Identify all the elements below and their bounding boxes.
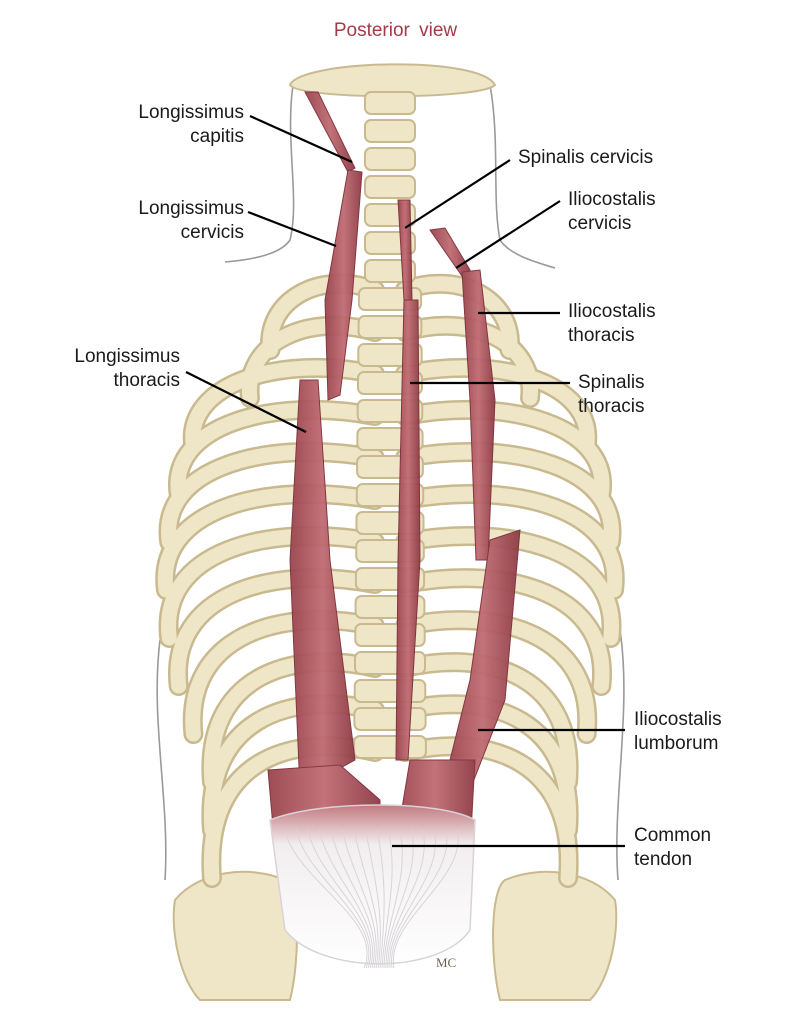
vertebra (353, 735, 427, 759)
vertebra (353, 679, 427, 703)
left-rib-fill (170, 402, 383, 502)
tendon-fiber (342, 829, 377, 969)
label-spinalis-cervicis: Spinalis cervicis (518, 147, 654, 168)
right-rib-fill (397, 444, 619, 550)
vertebra (364, 175, 416, 199)
artist-signature: MC (436, 955, 457, 970)
vertebra (364, 119, 416, 143)
iliocostalis-cervicis-muscle (429, 227, 471, 277)
left-rib-fill (262, 276, 383, 358)
skull-base (288, 63, 497, 98)
tendon-fiber (381, 829, 393, 969)
right-rib-fill (397, 612, 595, 742)
right-rib-fill (397, 486, 623, 598)
tendon-fiber (284, 829, 368, 969)
left-rib-fill (161, 528, 383, 646)
longissimus-thoracis-muscle (289, 379, 356, 791)
leader-longissimus-cervicis (247, 210, 337, 248)
tendon-fibers (284, 829, 459, 969)
body-outline (156, 84, 625, 881)
vertebra (353, 707, 427, 731)
vertebra (364, 91, 416, 115)
leader-lines (185, 114, 625, 848)
right-rib-fill (397, 528, 619, 646)
tendon-fiber (392, 829, 459, 969)
left-rib-fill (157, 486, 383, 598)
longissimus-capitis-muscle (304, 91, 356, 173)
right-rib-fill (397, 696, 577, 838)
right-rib-fill (397, 402, 610, 502)
common-tendon-sheet (269, 804, 476, 965)
leader-iliocostalis-cervicis (455, 200, 561, 269)
tendon-fiber (389, 829, 437, 969)
tendon-fiber (296, 829, 370, 969)
rib-cage-fill (157, 276, 623, 886)
right-rib-fill (397, 360, 595, 454)
leader-spinalis-cervicis (404, 159, 511, 229)
view-title: Posterior view (333, 20, 458, 41)
leader-longissimus-capitis (249, 114, 353, 164)
tendon-fiber (319, 829, 373, 969)
leader-longissimus-thoracis (185, 371, 307, 433)
tendon-fiber (353, 829, 379, 969)
left-rib-fill (170, 570, 383, 694)
spinalis-thoracis-muscle (395, 299, 421, 761)
vertebra (364, 147, 416, 171)
right-rib-fill (397, 654, 577, 790)
tendon-fiber (391, 829, 448, 969)
left-rib-fill (161, 444, 383, 550)
tendon-fiber (376, 829, 385, 969)
tendon-fiber (330, 829, 375, 969)
tendon-fiber (307, 829, 372, 969)
tendon-fiber (365, 829, 381, 969)
right-rib-fill (397, 738, 577, 886)
right-rib-fill (397, 570, 610, 694)
longissimus-cervicis-muscle (324, 169, 363, 401)
